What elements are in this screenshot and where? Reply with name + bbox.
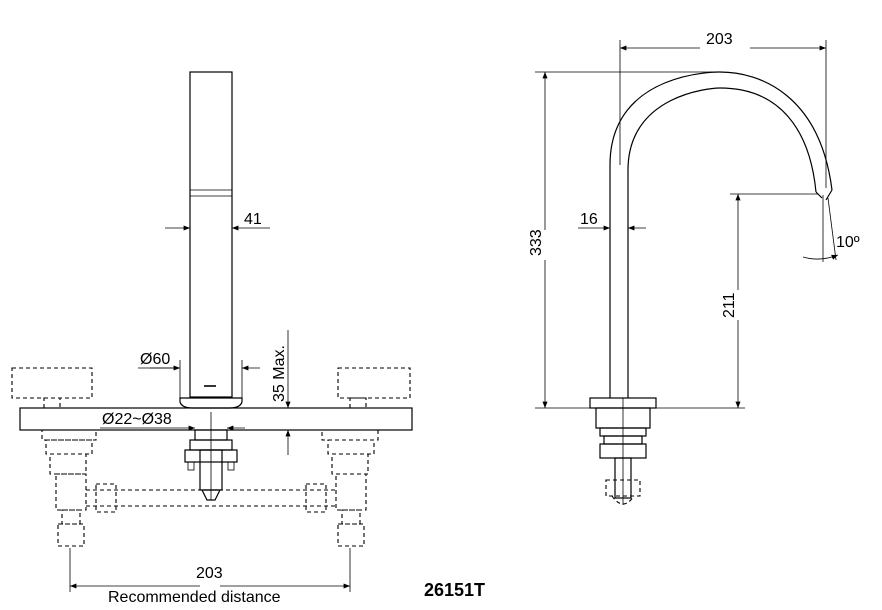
model-number: 26151T xyxy=(424,580,485,600)
front-view: 41 Ø60 Ø22~Ø38 35 Max. xyxy=(11,71,413,606)
dimension-outlet-angle: 10º xyxy=(802,195,860,262)
side-base xyxy=(589,397,657,505)
dimension-203-top-label: 203 xyxy=(706,31,733,48)
dimension-41-label: 41 xyxy=(244,211,262,228)
dimension-handle-spacing: 203 Recommended distance xyxy=(69,548,351,606)
spout-mount xyxy=(184,412,238,501)
dimension-211-label: 211 xyxy=(721,292,738,318)
dimension-spout-diameter: 16 xyxy=(578,211,646,231)
deck-plate xyxy=(19,407,413,431)
recommended-distance-caption: Recommended distance xyxy=(108,589,281,606)
dimension-overall-height: 333 xyxy=(528,71,720,409)
dimension-outlet-height: 211 xyxy=(656,193,818,409)
dimension-o60-label: Ø60 xyxy=(140,351,170,368)
dimension-spout-reach: 203 xyxy=(619,31,827,188)
gooseneck-spout xyxy=(609,71,833,398)
connecting-hose xyxy=(86,483,336,513)
dimension-hole-label: Ø22~Ø38 xyxy=(102,411,172,428)
dimension-spout-width: 41 xyxy=(165,72,270,231)
left-handle xyxy=(11,367,97,547)
dimension-35max-label: 35 Max. xyxy=(271,345,288,402)
side-view: 203 333 16 211 10º xyxy=(528,31,860,505)
dimension-10deg-label: 10º xyxy=(836,234,860,251)
dimension-deck-thickness: 35 Max. xyxy=(271,330,291,455)
dimension-16-label: 16 xyxy=(580,211,598,228)
right-handle xyxy=(321,367,411,547)
dimension-hole-diameter: Ø22~Ø38 xyxy=(100,411,245,431)
dimension-333-label: 333 xyxy=(528,229,545,256)
dimension-203-bottom-label: 203 xyxy=(196,565,223,582)
spout-column xyxy=(179,71,243,409)
dimension-base-diameter: Ø60 xyxy=(138,351,260,398)
